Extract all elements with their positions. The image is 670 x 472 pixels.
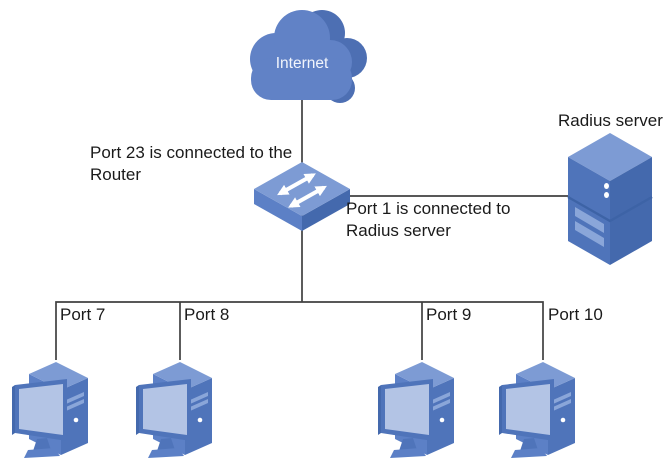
switch-icon	[254, 162, 350, 231]
port1-annotation-line1: Port 1 is connected to	[346, 199, 511, 218]
internet-cloud-icon	[250, 10, 367, 103]
pc-icon-port7	[12, 362, 88, 458]
port23-annotation-line2: Router	[90, 165, 142, 184]
port8-label: Port 8	[184, 305, 230, 324]
radius-server-icon	[567, 133, 653, 265]
pc-icon-port9	[378, 362, 454, 458]
pc-icon-port10	[499, 362, 575, 458]
line-bus	[55, 301, 544, 360]
internet-label: Internet	[275, 55, 329, 72]
pc-icon-port8	[136, 362, 212, 458]
radius-server-label: Radius server	[558, 111, 663, 130]
port23-annotation-line1: Port 23 is connected to the	[90, 143, 293, 162]
switch-traffic-arrow	[288, 185, 327, 208]
port9-label: Port 9	[426, 305, 472, 324]
port1-annotation: Port 1 is connected to Radius server	[346, 198, 510, 242]
port1-annotation-line2: Radius server	[346, 221, 451, 240]
port23-annotation: Port 23 is connected to the Router	[90, 142, 292, 186]
port7-label: Port 7	[60, 305, 106, 324]
port10-label: Port 10	[548, 305, 603, 324]
switch-traffic-arrow	[277, 173, 316, 196]
